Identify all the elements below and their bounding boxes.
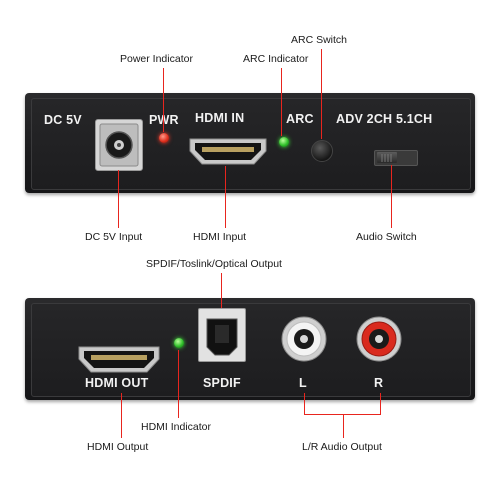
rca-right-icon xyxy=(356,316,402,362)
hdmi-in-label: HDMI IN xyxy=(195,111,245,125)
power-indicator-line xyxy=(163,68,165,132)
audio-switch-callout: Audio Switch xyxy=(356,231,417,243)
arc-switch-callout: ARC Switch xyxy=(291,34,348,46)
arc-indicator-line xyxy=(281,68,283,136)
hdmi-output-line xyxy=(121,393,123,438)
hdmi-in-port-icon xyxy=(189,138,267,165)
lr-bracket-line xyxy=(304,414,381,416)
hdmi-out-label: HDMI OUT xyxy=(85,376,149,390)
hdmi-out-port-icon xyxy=(78,346,160,373)
lr-audio-output-callout: L/R Audio Output xyxy=(302,441,382,453)
optical-port-icon xyxy=(206,318,238,356)
hdmi-indicator-line xyxy=(178,350,180,418)
dc5v-label: DC 5V xyxy=(44,113,82,127)
adv-mode-label: ADV 2CH 5.1CH xyxy=(336,112,433,126)
lr-center-line xyxy=(343,414,345,438)
arc-led xyxy=(279,137,289,147)
dc5v-input-callout: DC 5V Input xyxy=(85,231,143,243)
spdif-output-line xyxy=(221,273,223,308)
spdif-label: SPDIF xyxy=(203,376,241,390)
dc-jack-icon xyxy=(99,123,139,167)
rca-right-jack xyxy=(356,316,402,362)
rca-right-label: R xyxy=(374,376,384,390)
hdmi-indicator-callout: HDMI Indicator xyxy=(141,421,212,433)
rca-left-label: L xyxy=(299,376,307,390)
rca-left-jack xyxy=(281,316,327,362)
rca-left-icon xyxy=(281,316,327,362)
arc-indicator-callout: ARC Indicator xyxy=(243,53,309,65)
power-indicator-callout: Power Indicator xyxy=(120,53,193,65)
arc-label: ARC xyxy=(286,112,314,126)
dc-jack xyxy=(95,119,143,171)
hdmi-input-callout: HDMI Input xyxy=(193,231,247,243)
lr-right-line xyxy=(380,393,382,415)
audio-switch-line xyxy=(391,165,393,228)
hdmi-input-line xyxy=(225,166,227,228)
audio-switch-knob xyxy=(377,152,397,163)
spdif-port xyxy=(198,308,246,362)
switch-grip-icon xyxy=(381,154,392,162)
spdif-output-callout: SPDIF/Toslink/Optical Output xyxy=(146,258,282,270)
hdmi-output-callout: HDMI Output xyxy=(87,441,149,453)
power-led xyxy=(159,133,169,143)
dc5v-input-line xyxy=(118,170,120,228)
audio-slide-switch[interactable] xyxy=(374,150,418,166)
arc-switch-line xyxy=(321,49,323,139)
lr-left-line xyxy=(304,393,306,415)
hdmi-led xyxy=(174,338,184,348)
arc-switch-button[interactable] xyxy=(311,140,333,162)
